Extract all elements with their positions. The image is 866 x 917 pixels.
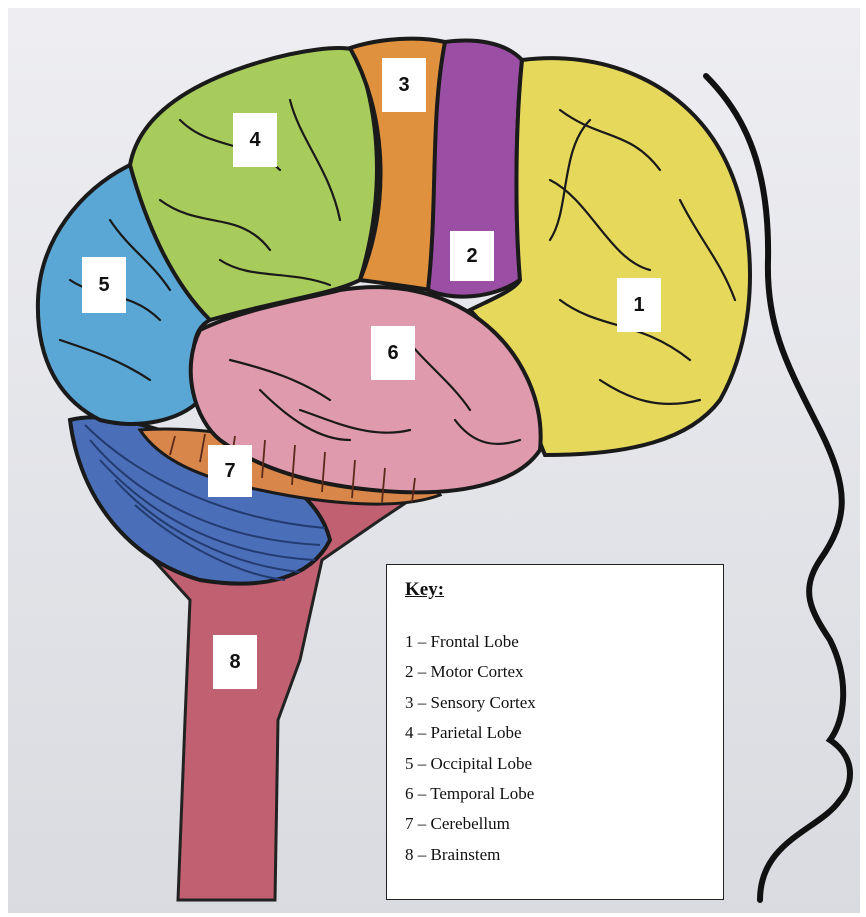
key-item-brainstem: 8 – Brainstem — [405, 840, 705, 870]
label-frontal-lobe: 1 — [617, 278, 661, 332]
key-item-sensory-cortex: 3 – Sensory Cortex — [405, 688, 705, 718]
label-brainstem: 8 — [213, 635, 257, 689]
label-temporal-lobe: 6 — [371, 326, 415, 380]
label-cerebellum: 7 — [208, 445, 252, 497]
label-occipital-lobe: 5 — [82, 257, 126, 313]
label-parietal-lobe: 4 — [233, 113, 277, 167]
key-item-cerebellum: 7 – Cerebellum — [405, 809, 705, 839]
key-item-frontal-lobe: 1 – Frontal Lobe — [405, 627, 705, 657]
key-item-occipital-lobe: 5 – Occipital Lobe — [405, 749, 705, 779]
key-legend: Key: 1 – Frontal Lobe 2 – Motor Cortex 3… — [386, 564, 724, 900]
label-sensory-cortex: 3 — [382, 58, 426, 112]
key-item-motor-cortex: 2 – Motor Cortex — [405, 657, 705, 687]
key-item-parietal-lobe: 4 – Parietal Lobe — [405, 718, 705, 748]
key-item-temporal-lobe: 6 – Temporal Lobe — [405, 779, 705, 809]
label-motor-cortex: 2 — [450, 231, 494, 281]
key-title: Key: — [405, 579, 705, 601]
